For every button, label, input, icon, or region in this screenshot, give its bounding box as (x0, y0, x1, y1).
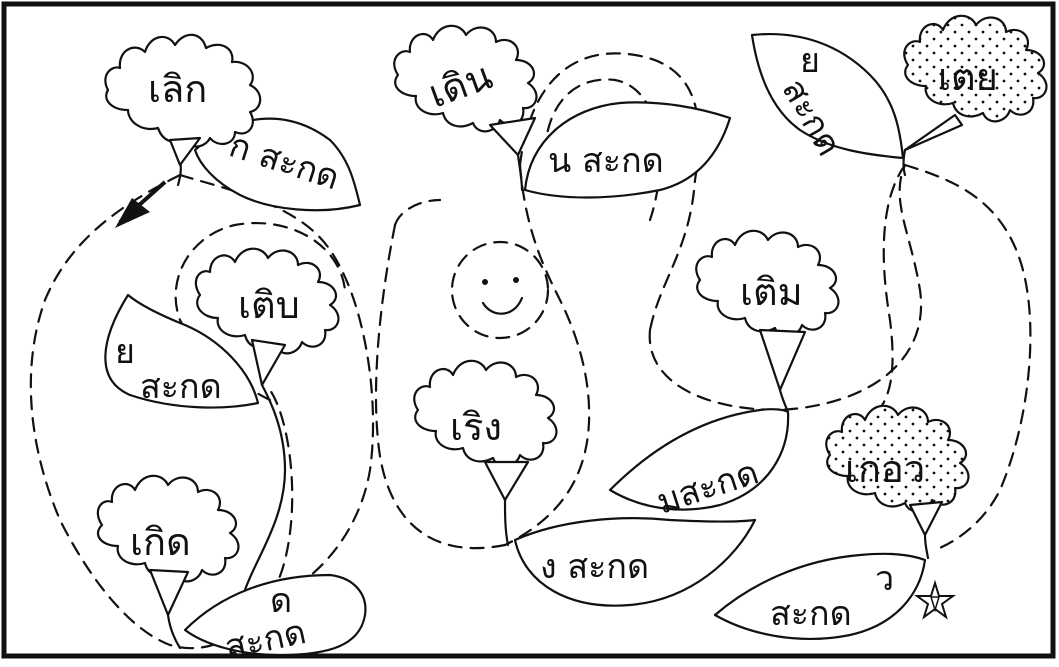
leaf-word-n: น สะกด (548, 141, 664, 181)
star-icon (917, 583, 953, 617)
leaf-word-ng: ง สะกด (540, 547, 649, 587)
arrow-icon (115, 182, 165, 228)
flower-word-reng: เริง (450, 405, 502, 449)
leaf-word-w-label: สะกด (770, 594, 852, 634)
leaf-word-y1-letter: ย (115, 332, 135, 372)
leaf-word-w-letter: ว (875, 559, 894, 599)
leaf-word-y1-label: สะกด (140, 367, 222, 407)
flower-word-kaew: เกอว (845, 447, 925, 491)
flower-word-taem: เติม (740, 270, 803, 314)
smiley-icon (452, 242, 548, 338)
flower-word-lek: เลิก (148, 67, 207, 111)
flower-word-tib: เติบ (238, 283, 300, 327)
flower-word-dey: เตย (938, 55, 998, 99)
flower-word-kerd: เกิด (130, 520, 191, 564)
